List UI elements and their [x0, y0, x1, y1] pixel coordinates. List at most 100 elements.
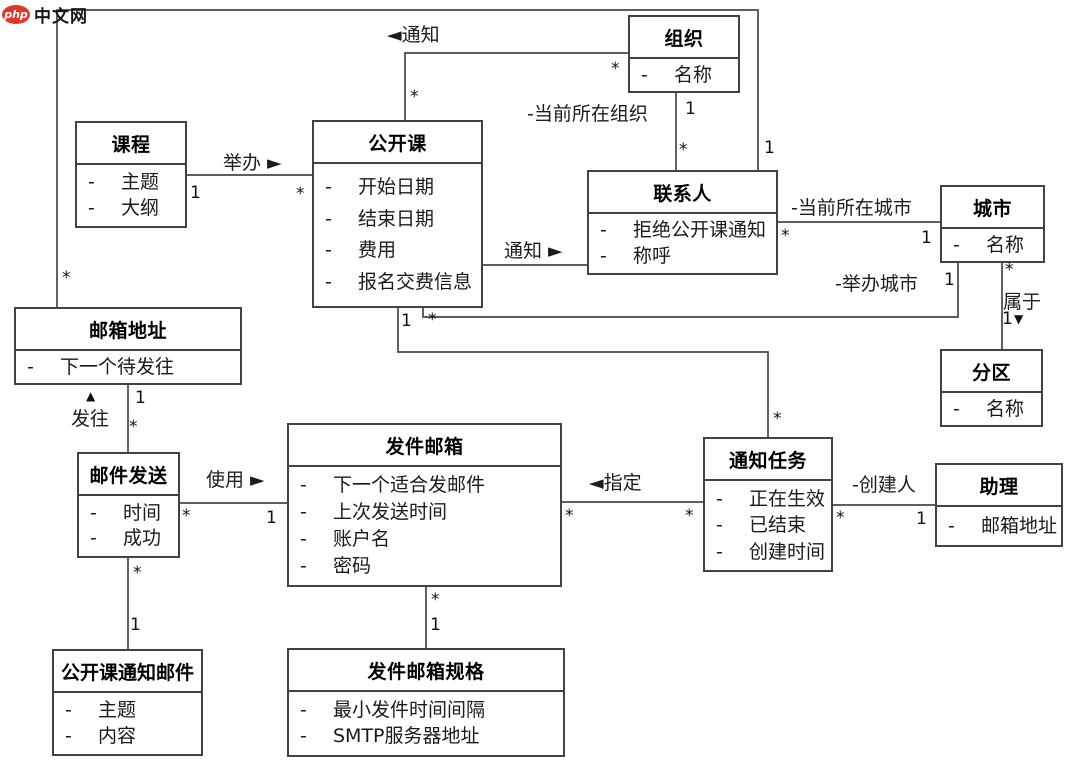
- multiplicity-label: *: [611, 59, 620, 79]
- entity-email-address: 邮箱地址 下一个待发往: [14, 307, 242, 385]
- edge-opencourse-hostcity: [422, 263, 959, 318]
- visibility-dash: [54, 725, 98, 748]
- entity-course: 课程 主题 大纲: [75, 121, 187, 228]
- attribute-text: 最小发件时间间隔: [333, 698, 486, 721]
- attribute-text: 密码: [333, 555, 372, 578]
- entity-attribute: 最小发件时间间隔: [289, 699, 563, 722]
- multiplicity-label: 1: [1002, 309, 1013, 329]
- entity-attribute: 称呼: [589, 245, 776, 268]
- entity-title: 邮件发送: [79, 454, 178, 496]
- visibility-dash: [589, 245, 633, 268]
- multiplicity-label: *: [773, 409, 782, 429]
- attribute-text: 大纲: [121, 197, 160, 220]
- visibility-dash: [705, 541, 749, 564]
- multiplicity-label: *: [1005, 260, 1014, 280]
- visibility-dash: [937, 515, 981, 538]
- visibility-dash: [289, 725, 333, 748]
- visibility-dash: [77, 171, 121, 194]
- attribute-text: 时间: [123, 501, 162, 524]
- site-logo-text: 中文网: [34, 7, 88, 27]
- entity-attribute: 正在生效: [705, 488, 831, 511]
- entity-attribute: 密码: [289, 555, 560, 578]
- visibility-dash: [289, 528, 333, 551]
- visibility-dash: [77, 197, 121, 220]
- edge-contact-emailaddress: [56, 9, 759, 307]
- entity-attribute: 名称: [942, 234, 1043, 257]
- attribute-text: 正在生效: [749, 487, 826, 510]
- attribute-text: 上次发送时间: [333, 501, 448, 524]
- attribute-list: 名称: [630, 59, 738, 91]
- multiplicity-label: *: [565, 506, 574, 526]
- entity-attribute: SMTP服务器地址: [289, 725, 563, 748]
- entity-attribute: 拒绝公开课通知: [589, 219, 776, 242]
- edge-opencourse-notifytask: [397, 308, 769, 437]
- entity-title: 助理: [937, 465, 1061, 507]
- site-logo: php 中文网: [2, 2, 88, 27]
- entity-notify-task: 通知任务 正在生效 已结束 创建时间: [703, 437, 833, 572]
- attribute-list: 下一个待发往: [16, 351, 240, 383]
- multiplicity-label: 1: [401, 311, 412, 331]
- entity-attribute: 名称: [942, 398, 1041, 421]
- up-arrow-icon: ▲: [86, 389, 96, 403]
- attribute-list: 邮箱地址: [937, 507, 1061, 545]
- multiplicity-label: 1: [944, 270, 955, 290]
- visibility-dash: [289, 474, 333, 497]
- down-arrow-icon: ▼: [1014, 312, 1024, 326]
- attribute-text: 称呼: [633, 244, 672, 267]
- entity-attribute: 成功: [79, 527, 178, 550]
- entity-sender-mailbox-spec: 发件邮箱规格 最小发件时间间隔 SMTP服务器地址: [287, 648, 565, 757]
- multiplicity-label: *: [296, 184, 305, 204]
- attribute-text: 下一个适合发邮件: [333, 474, 486, 497]
- assoc-label-use: 使用 ►: [206, 469, 265, 491]
- entity-open-course: 公开课 开始日期 结束日期 费用 报名交费信息: [312, 120, 483, 308]
- entity-district: 分区 名称: [940, 349, 1043, 427]
- attribute-list: 主题 内容: [54, 693, 201, 754]
- entity-contact: 联系人 拒绝公开课通知 称呼: [587, 170, 778, 275]
- visibility-dash: [589, 219, 633, 242]
- entity-sender-mailbox: 发件邮箱 下一个适合发邮件 上次发送时间 账户名 密码: [287, 423, 562, 587]
- multiplicity-label: 1: [764, 138, 775, 158]
- attribute-list: 正在生效 已结束 创建时间: [705, 481, 831, 570]
- assoc-label-current-city: -当前所在城市: [791, 197, 912, 219]
- attribute-text: 名称: [674, 63, 713, 86]
- assoc-label-belongs-to: 属于: [1003, 291, 1042, 313]
- entity-attribute: 邮箱地址: [937, 515, 1061, 538]
- multiplicity-label: *: [182, 506, 191, 526]
- entity-mail-sending: 邮件发送 时间 成功: [77, 452, 180, 558]
- visibility-dash: [289, 699, 333, 722]
- multiplicity-label: *: [836, 508, 845, 528]
- assoc-label-notify-contact: 通知 ►: [504, 240, 563, 262]
- visibility-dash: [16, 356, 60, 379]
- assoc-label-notify-organization: ◄通知: [387, 24, 440, 46]
- attribute-text: 账户名: [333, 528, 391, 551]
- multiplicity-label: *: [685, 506, 694, 526]
- php-logo-badge: php: [2, 5, 30, 24]
- assoc-label-host-city: -举办城市: [835, 273, 918, 295]
- multiplicity-label: *: [410, 87, 419, 107]
- multiplicity-label: 1: [921, 228, 932, 248]
- entity-attribute: 创建时间: [705, 541, 831, 564]
- multiplicity-label: *: [431, 590, 440, 610]
- entity-attribute: 结束日期: [314, 208, 481, 231]
- visibility-dash: [289, 501, 333, 524]
- attribute-text: 创建时间: [749, 540, 826, 563]
- multiplicity-label: 1: [430, 615, 441, 635]
- multiplicity-label: 1: [190, 183, 201, 203]
- entity-attribute: 大纲: [77, 197, 185, 220]
- entity-open-course-notify-mail: 公开课通知邮件 主题 内容: [52, 649, 203, 756]
- entity-organization: 组织 名称: [628, 15, 740, 93]
- entity-attribute: 上次发送时间: [289, 501, 560, 524]
- entity-title: 发件邮箱: [289, 425, 560, 467]
- visibility-dash: [942, 398, 986, 421]
- attribute-list: 名称: [942, 229, 1043, 261]
- entity-title: 课程: [77, 123, 185, 165]
- assoc-label-assign: ◄指定: [589, 472, 642, 494]
- entity-title: 联系人: [589, 172, 776, 214]
- visibility-dash: [705, 488, 749, 511]
- visibility-dash: [630, 64, 674, 87]
- entity-title: 组织: [630, 17, 738, 59]
- attribute-list: 开始日期 结束日期 费用 报名交费信息: [314, 164, 481, 306]
- attribute-text: 拒绝公开课通知: [633, 219, 767, 242]
